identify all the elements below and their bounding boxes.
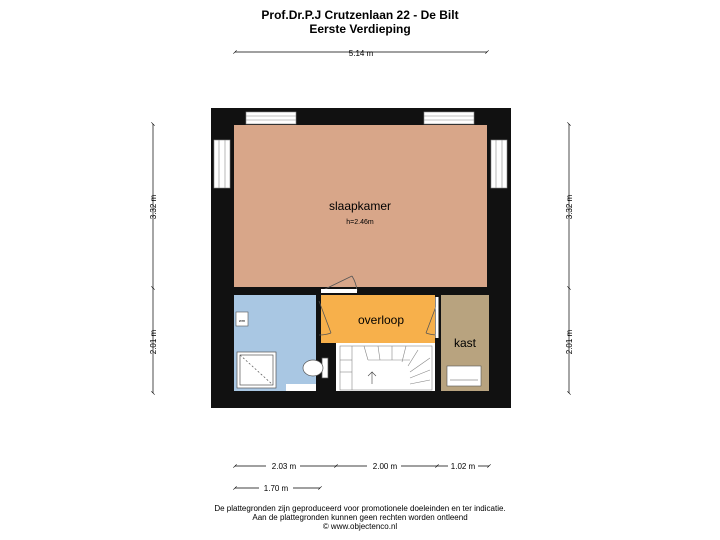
copyright: © www.objectenco.nl xyxy=(322,522,398,531)
bathroom-door xyxy=(318,300,332,336)
landing-label: overloop xyxy=(358,313,404,327)
dimension-secondary-label: 1.70 m xyxy=(264,484,289,493)
window-left xyxy=(213,139,231,189)
washing-machine: wm xyxy=(235,311,249,327)
bedroom-area xyxy=(234,125,487,287)
dimension-top-label: 5.14 m xyxy=(349,49,374,58)
stairs xyxy=(339,345,433,391)
toilet xyxy=(302,357,329,379)
dimension-landing-label: 2.00 m xyxy=(373,462,398,471)
address-title: Prof.Dr.P.J Crutzenlaan 22 - De Bilt xyxy=(261,8,459,22)
washing-machine-label: wm xyxy=(239,318,246,323)
landing-area xyxy=(321,295,435,343)
bathroom-threshold xyxy=(286,384,316,391)
closet-shelf xyxy=(446,365,482,387)
dimension-right-upper-label: 3.32 m xyxy=(565,194,574,219)
stairwell-area xyxy=(336,343,435,391)
disclaimer-line-1: De plattegronden zijn geproduceerd voor … xyxy=(214,504,506,513)
bedroom-label: slaapkamer xyxy=(329,199,391,213)
bedroom-door xyxy=(320,275,358,293)
floor-title: Eerste Verdieping xyxy=(309,22,411,36)
dimension-right-lower-label: 2.01 m xyxy=(565,329,574,354)
dimension-bathroom-label: 2.03 m xyxy=(272,462,297,471)
dimension-left-lower-label: 2.01 m xyxy=(149,329,158,354)
closet-door xyxy=(425,297,439,338)
window-right xyxy=(490,139,508,189)
shower xyxy=(236,351,277,389)
corner-notch-right xyxy=(489,108,511,138)
dimension-closet-label: 1.02 m xyxy=(451,462,476,471)
closet-label: kast xyxy=(454,336,477,350)
bedroom-height: h=2.46m xyxy=(346,219,374,226)
window-top-right xyxy=(423,111,475,125)
window-top-left xyxy=(245,111,297,125)
disclaimer-line-2: Aan de plattegronden kunnen geen rechten… xyxy=(252,513,468,522)
dimension-left-upper-label: 3.32 m xyxy=(149,194,158,219)
